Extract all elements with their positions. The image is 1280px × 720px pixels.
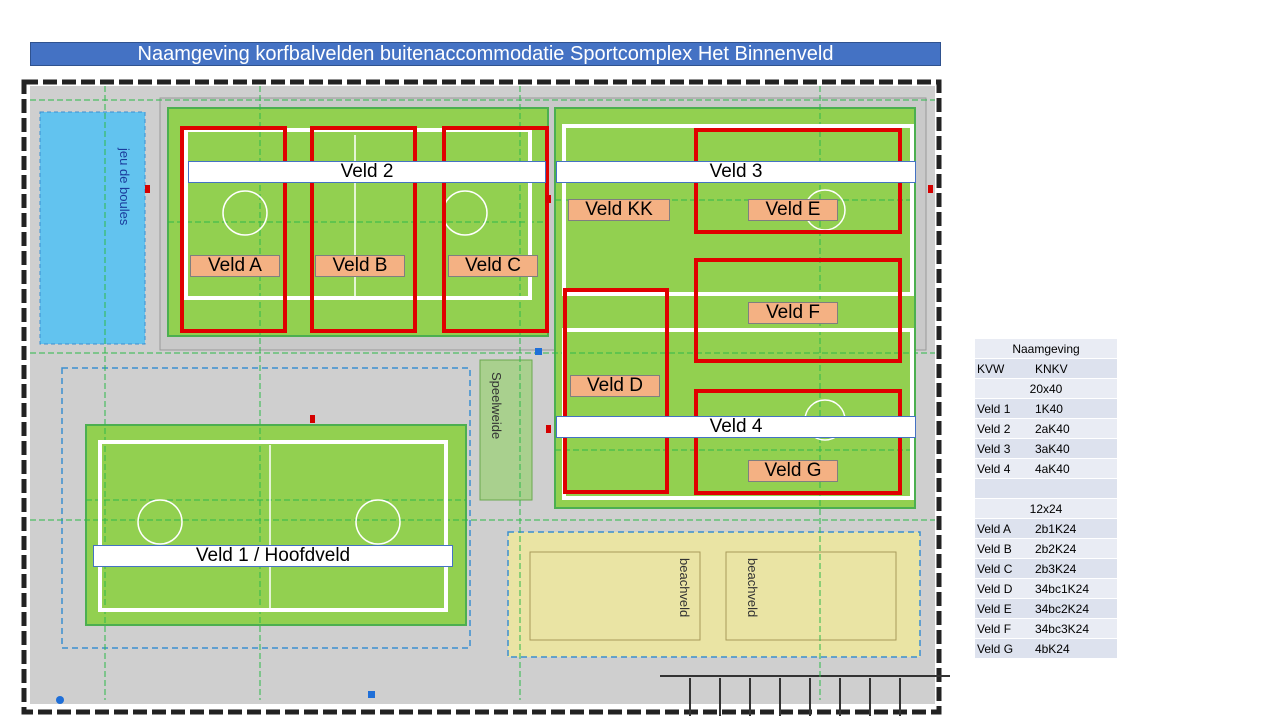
veld-c-outline (442, 126, 549, 333)
veld-a-label: Veld A (190, 255, 280, 277)
veld-g-outline (694, 389, 902, 495)
legend-knkv: 4bK24 (1032, 638, 1117, 659)
legend-kvw: Veld B (975, 538, 1033, 559)
legend-kvw: Veld 3 (975, 438, 1033, 459)
legend-knkv: 2b2K24 (1032, 538, 1117, 559)
beachveld-1-label: beachveld (677, 558, 692, 617)
veld-3-outline (562, 124, 914, 296)
legend-knkv: 2aK40 (1032, 418, 1117, 439)
legend-col-knkv: KNKV (1032, 358, 1117, 379)
legend-knkv: 4aK40 (1032, 458, 1117, 479)
legend-kvw: Veld G (975, 638, 1033, 659)
veld-f-label: Veld F (748, 302, 838, 324)
veld-1-outline (98, 440, 448, 612)
veld-d-outline (563, 288, 669, 494)
legend-knkv: 3aK40 (1032, 438, 1117, 459)
veld-2-band: Veld 2 (188, 161, 546, 183)
speelweide-area (479, 359, 533, 501)
veld-e-label: Veld E (748, 199, 838, 221)
legend-knkv: 2b1K24 (1032, 518, 1117, 539)
legend-knkv: 34bc1K24 (1032, 578, 1117, 599)
beachveld-2-court (725, 551, 897, 641)
veld-b-outline (310, 126, 417, 333)
veld-a-outline (180, 126, 287, 333)
parking-area (660, 675, 950, 716)
hoofdveld-markings (137, 445, 401, 610)
legend-knkv: 34bc2K24 (1032, 598, 1117, 619)
site-plan-map: jeu de boules Speelweide beachveld beach… (21, 79, 950, 716)
veld-1-band: Veld 1 / Hoofdveld (93, 545, 453, 567)
legend-group-small: 12x24 (975, 498, 1117, 519)
veld-3-band: Veld 3 (556, 161, 916, 183)
veld-kk-label: Veld KK (568, 199, 670, 221)
legend-kvw: Veld 2 (975, 418, 1033, 439)
legend-col-kvw: KVW (975, 358, 1033, 379)
legend-knkv: 2b3K24 (1032, 558, 1117, 579)
legend-header: Naamgeving (975, 339, 1117, 359)
beachveld-1-court (529, 551, 701, 641)
markers (145, 185, 933, 433)
legend-knkv: 34bc3K24 (1032, 618, 1117, 639)
veld-d-label: Veld D (570, 375, 660, 397)
veld-4-band: Veld 4 (556, 416, 916, 438)
legend-kvw: Veld C (975, 558, 1033, 579)
legend-knkv: 1K40 (1032, 398, 1117, 419)
legend-group-large: 20x40 (975, 378, 1117, 399)
map-title: Naamgeving korfbalvelden buitenaccommoda… (30, 42, 941, 66)
legend-kvw: Veld D (975, 578, 1033, 599)
legend-kvw: Veld E (975, 598, 1033, 619)
beach-area (507, 531, 921, 658)
jeu-de-boules-label: jeu de boules (117, 147, 132, 226)
grass-hoofdveld (85, 424, 467, 626)
legend-kvw: Veld A (975, 518, 1033, 539)
legend-spacer (975, 478, 1117, 499)
veld-c-label: Veld C (448, 255, 538, 277)
jeu-de-boules-area (39, 111, 146, 345)
legend-kvw: Veld 4 (975, 458, 1033, 479)
speelweide-label: Speelweide (489, 372, 504, 439)
veld-b-label: Veld B (315, 255, 405, 277)
markers-blue (56, 348, 542, 704)
legend-kvw: Veld 1 (975, 398, 1033, 419)
small-field-outlines (180, 126, 902, 495)
veld-g-label: Veld G (748, 460, 838, 482)
veld-f-outline (694, 258, 902, 363)
legend-kvw: Veld F (975, 618, 1033, 639)
beachveld-2-label: beachveld (745, 558, 760, 617)
